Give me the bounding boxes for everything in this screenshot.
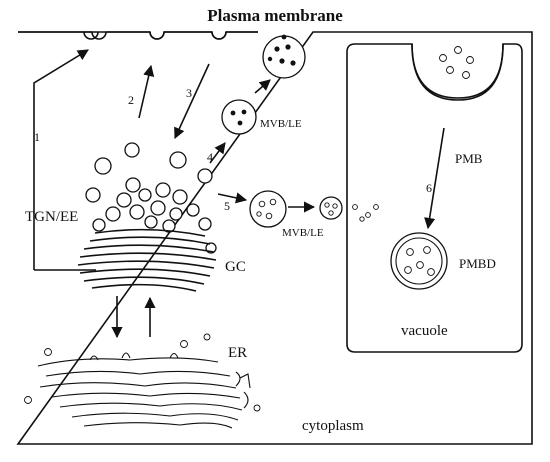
arrow-3 — [174, 63, 210, 140]
golgi-cisternae — [77, 228, 217, 292]
step-1-label: 1 — [34, 130, 40, 144]
step-2-label: 2 — [128, 93, 134, 107]
mvb-le-lower — [249, 190, 287, 228]
arrow-2 — [138, 64, 155, 119]
cytoplasm-label: cytoplasm — [302, 418, 364, 434]
arrow-5 — [217, 192, 248, 204]
step-4-label: 4 — [207, 150, 213, 164]
arrow-1 — [33, 49, 89, 270]
er-network — [37, 352, 251, 429]
pmbd-label: PMBD — [459, 256, 496, 271]
pmb-label: PMB — [455, 151, 483, 166]
er-label: ER — [228, 345, 247, 361]
mvb-le-lower-label: MVB/LE — [282, 227, 324, 239]
mvb-le-upper-label: MVB/LE — [260, 118, 302, 130]
step-6-label: 6 — [426, 181, 432, 195]
membrane-pit-1 — [91, 31, 107, 40]
vacuole-label: vacuole — [401, 323, 448, 339]
membrane-pit-3 — [211, 31, 227, 40]
arrow-to-budding-vesicle — [254, 79, 271, 94]
arrow-6 — [424, 127, 445, 230]
arrow-4 — [209, 142, 226, 164]
step-5-label: 5 — [224, 199, 230, 213]
plasma-membrane-title: Plasma membrane — [207, 6, 343, 25]
mvb-le-upper — [221, 99, 257, 135]
vacuole-membrane — [346, 43, 523, 353]
pmb-invagination — [411, 43, 504, 99]
mvb-fusing — [319, 196, 343, 220]
tgn-ee-label: TGN/EE — [25, 209, 78, 225]
tgn-ee-vesicles — [85, 142, 217, 254]
step-3-label: 3 — [186, 86, 192, 100]
gc-label: GC — [225, 259, 246, 275]
membrane-pit-2 — [149, 31, 165, 40]
pmbd-body-inner — [395, 237, 443, 285]
pmbd-body-outer — [390, 232, 448, 290]
